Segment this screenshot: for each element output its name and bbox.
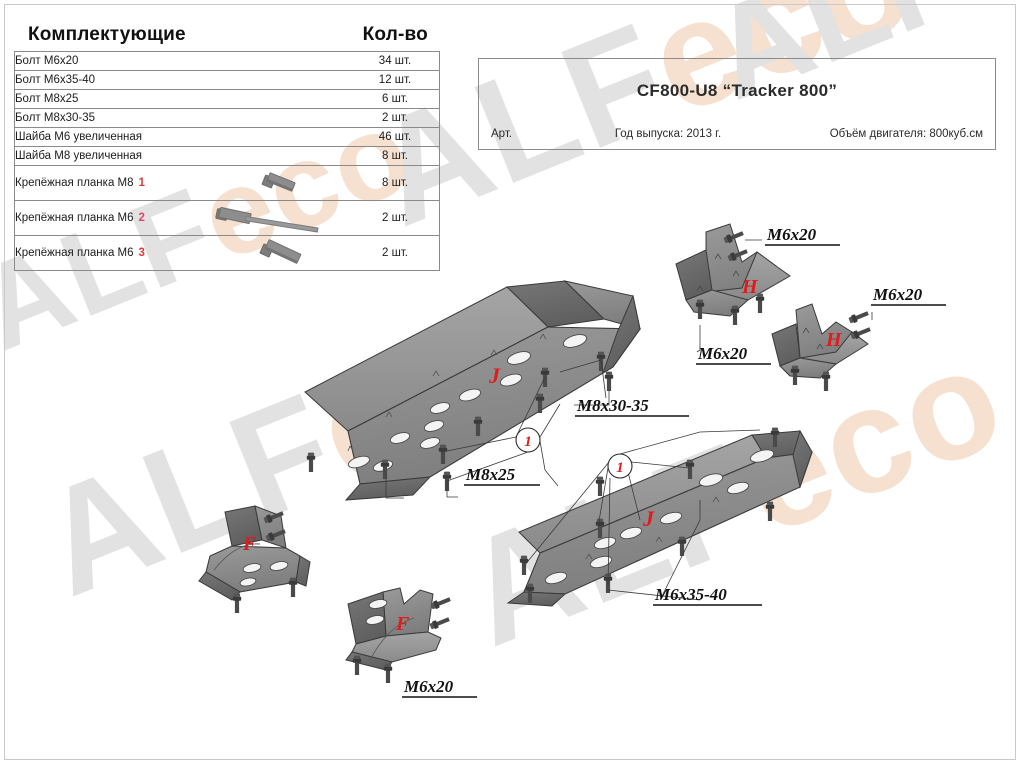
- part-qty: 8 шт.: [351, 146, 440, 166]
- part-qty: 6 шт.: [351, 89, 440, 109]
- part-qty: 2 шт.: [351, 108, 440, 128]
- table-row: Крепёжная планка М6 3 2 шт.: [14, 235, 440, 271]
- callout-label: M6x20: [403, 677, 454, 696]
- callout-m6x20-mid-left: M6x20: [696, 344, 771, 365]
- mounting-plank-icon: [215, 172, 319, 192]
- part-index: 3: [138, 246, 145, 259]
- table-row: Шайба М8 увеличенная 8 шт.: [14, 146, 440, 166]
- parts-list-table: Комплектующие Кол-во Болт М6х20 34 шт. Б…: [14, 24, 440, 271]
- part-name: Болт М8х25: [14, 89, 351, 109]
- part-name: Крепёжная планка М6: [15, 211, 134, 224]
- part-bracket-h-upper: H: [675, 223, 791, 325]
- table-row: Крепёжная планка М8 1 8 шт.: [14, 165, 440, 201]
- part-name: Шайба М8 увеличенная: [14, 146, 351, 166]
- part-qty: 34 шт.: [351, 51, 440, 71]
- callout-label: M8x30-35: [576, 396, 649, 415]
- callout-label: M8x25: [465, 465, 516, 484]
- table-row: Болт М6х35-40 12 шт.: [14, 70, 440, 90]
- part-qty: 12 шт.: [351, 70, 440, 90]
- mounting-plank-icon: [215, 238, 319, 265]
- part-qty: 2 шт.: [351, 235, 440, 271]
- leader-lines-lower: [523, 429, 761, 601]
- production-year: Год выпуска: 2013 г.: [614, 128, 722, 140]
- table-row: Крепёжная планка М6 2 2 шт.: [14, 200, 440, 236]
- parts-table-header: Комплектующие Кол-во: [14, 24, 440, 51]
- engine-volume: Объём двигателя: 800куб.см: [829, 128, 983, 140]
- part-letter-f-left: F: [242, 533, 257, 555]
- table-row: Шайба М6 увеличенная 46 шт.: [14, 127, 440, 147]
- part-letter-j-upper: J: [488, 363, 501, 388]
- part-qty: 2 шт.: [351, 200, 440, 236]
- callout-m6x20-right: M6x20: [871, 285, 946, 306]
- table-row: Болт М8х25 6 шт.: [14, 89, 440, 109]
- part-skid-plate-j-upper: J: [304, 280, 642, 501]
- vehicle-meta-row: Арт. Год выпуска: 2013 г. Объём двигател…: [479, 128, 995, 140]
- callout-m6x20-top-right: M6x20: [765, 225, 840, 246]
- balloon-label: 1: [616, 460, 624, 476]
- part-qty: 8 шт.: [351, 165, 440, 201]
- balloon-label: 1: [524, 434, 532, 450]
- table-row: Болт М6х20 34 шт.: [14, 51, 440, 71]
- part-bracket-f-bottom: F: [345, 587, 452, 683]
- callout-m6x35-40: M6x35-40: [653, 585, 762, 606]
- part-qty: 46 шт.: [351, 127, 440, 147]
- vehicle-title-block: CF800-U8 “Tracker 800” Арт. Год выпуска:…: [478, 58, 996, 150]
- callout-m8x30-35: M8x30-35: [575, 396, 689, 417]
- part-name-cell: Крепёжная планка М6 2: [14, 200, 183, 236]
- vehicle-model-name: CF800-U8 “Tracker 800”: [636, 81, 838, 100]
- part-letter-h-upper: H: [741, 276, 759, 298]
- part-skid-plate-j-lower: J: [506, 427, 813, 607]
- table-row: Болт М8х30-35 2 шт.: [14, 108, 440, 128]
- leader-lines-h-upper: [696, 239, 762, 353]
- part-letter-h-right: H: [825, 329, 843, 351]
- part-name: Крепёжная планка М8: [15, 176, 134, 189]
- part-bracket-h-right: H: [771, 303, 872, 391]
- article-label: Арт.: [491, 128, 513, 140]
- part-name: Шайба М6 увеличенная: [14, 127, 351, 147]
- part-letter-j-lower: J: [642, 506, 655, 531]
- leader-lines-upper: [385, 359, 610, 499]
- part-thumbnail-cell: [182, 165, 351, 201]
- callout-label: M6x20: [766, 225, 817, 244]
- part-name: Крепёжная планка М6: [15, 246, 134, 259]
- part-index: 1: [138, 176, 145, 189]
- callout-m8x25: M8x25: [464, 465, 540, 486]
- parts-table-title: Комплектующие: [28, 24, 186, 45]
- part-index: 2: [138, 211, 145, 224]
- part-thumbnail-cell: [182, 200, 351, 236]
- part-letter-f-bottom: F: [395, 613, 410, 635]
- part-name: Болт М6х35-40: [14, 70, 351, 90]
- part-name: Болт М8х30-35: [14, 108, 351, 128]
- callout-label: M6x20: [872, 285, 923, 304]
- callout-m6x20-bottom: M6x20: [402, 677, 477, 698]
- balloon-marker-1-upper: 1: [515, 427, 541, 453]
- callout-label: M6x35-40: [654, 585, 727, 604]
- part-name-cell: Крепёжная планка М6 3: [14, 235, 183, 271]
- part-thumbnail-cell: [182, 235, 351, 271]
- callout-label: M6x20: [697, 344, 748, 363]
- long-rod-plank-icon: [214, 206, 319, 233]
- balloon-marker-1-lower: 1: [607, 453, 633, 479]
- part-name: Болт М6х20: [14, 51, 351, 71]
- parts-table-qty-title: Кол-во: [362, 24, 428, 45]
- part-bracket-f-left: F: [198, 505, 311, 613]
- part-name-cell: Крепёжная планка М8 1: [14, 165, 183, 201]
